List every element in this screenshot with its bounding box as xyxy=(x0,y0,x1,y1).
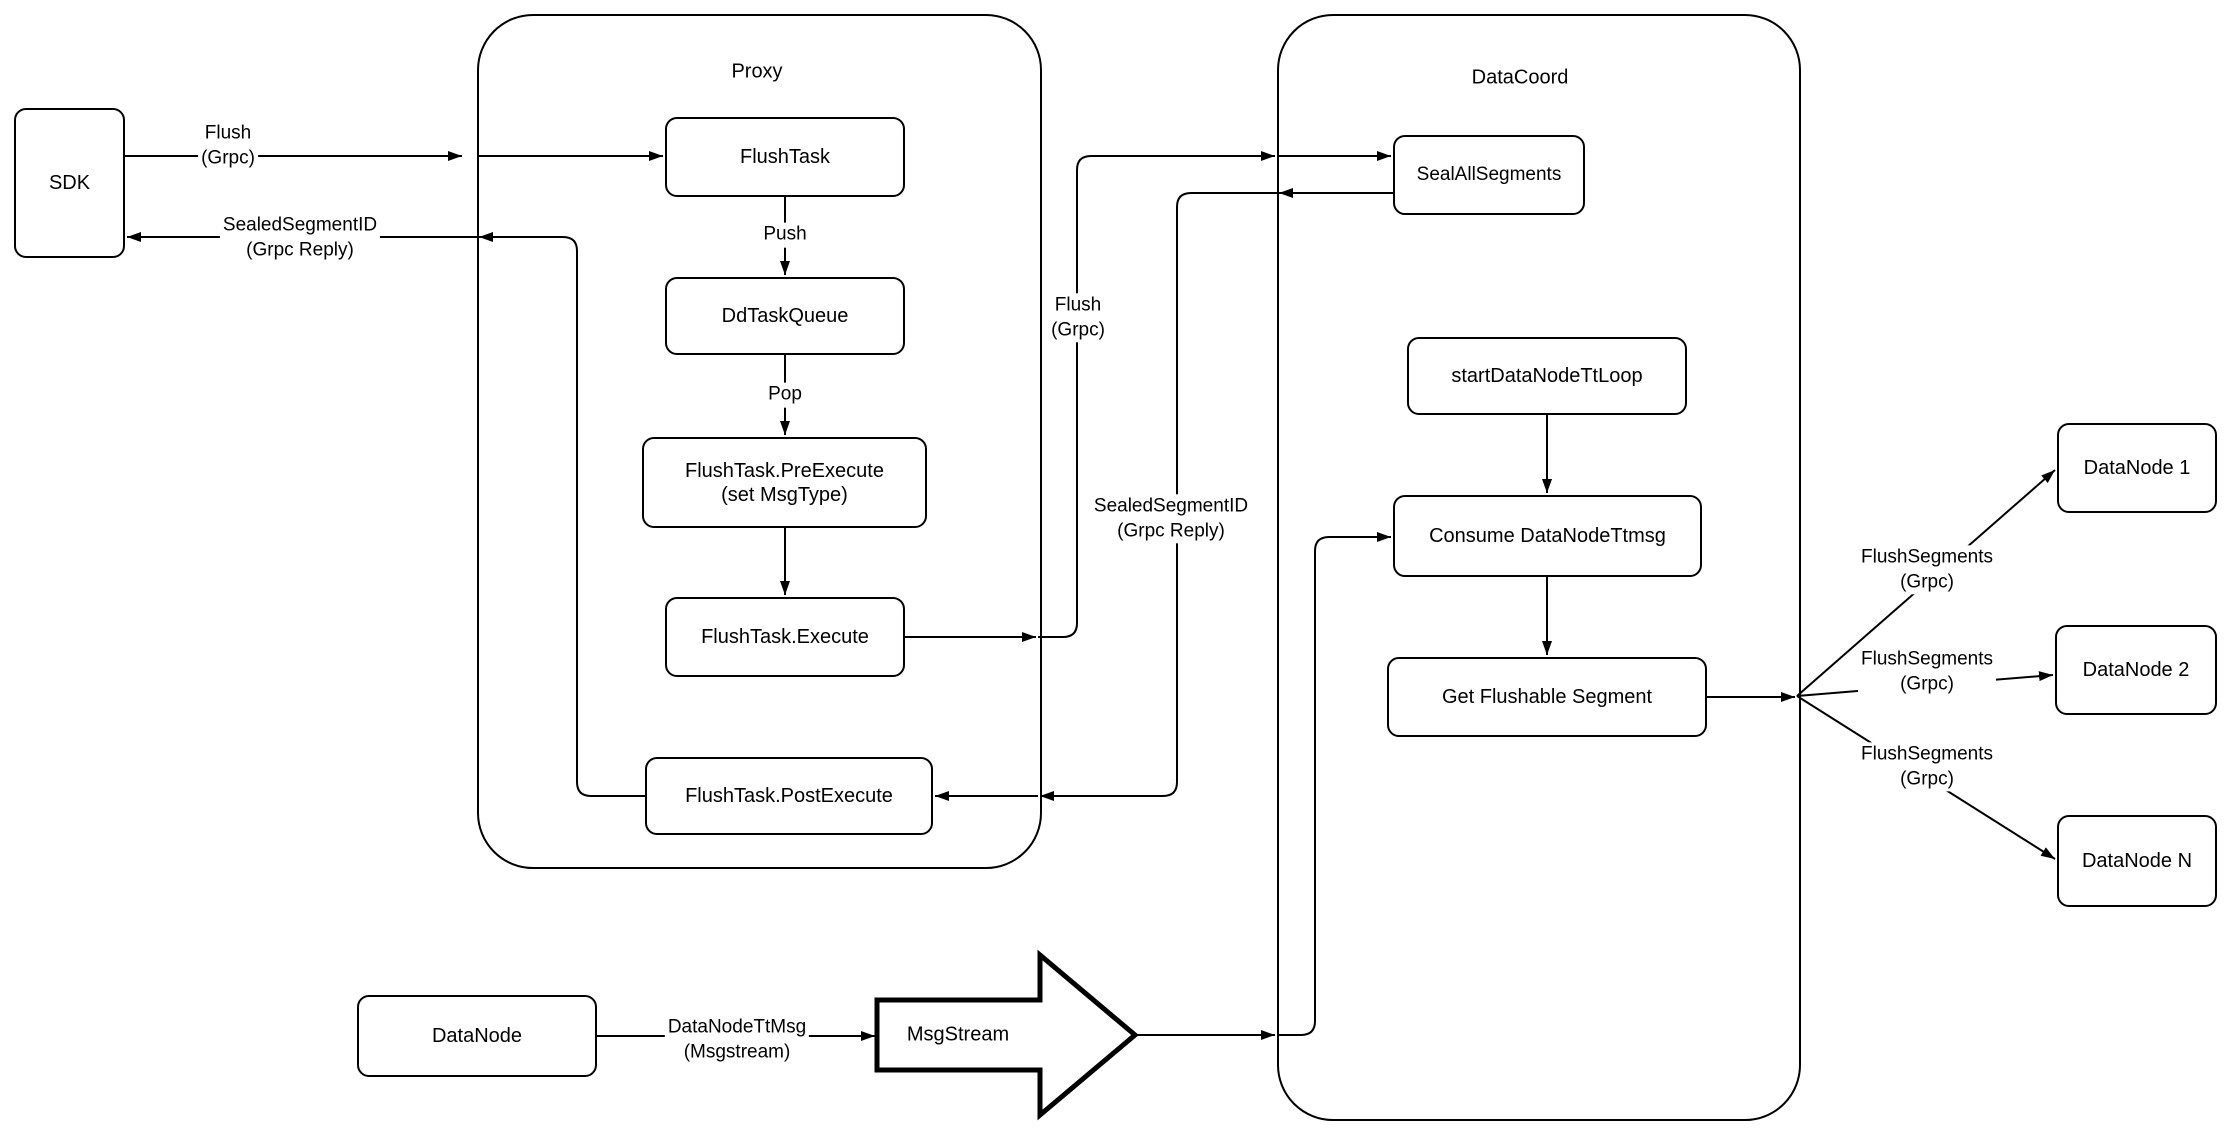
edge-label-flush-mid: Flush (Grpc) xyxy=(1048,293,1108,343)
node-flushtask-label: FlushTask xyxy=(739,146,831,168)
node-sdk: SDK xyxy=(14,108,125,258)
datacoord-container xyxy=(1277,14,1801,1121)
edge-label-flushsegments-2: FlushSegments (Grpc) xyxy=(1857,647,1997,697)
node-execute: FlushTask.Execute xyxy=(665,597,905,677)
node-datanode1: DataNode 1 xyxy=(2057,423,2217,513)
edge-label-pop: Pop xyxy=(765,382,805,408)
proxy-container-title: Proxy xyxy=(731,60,783,83)
edge-label-flushsegments-3: FlushSegments (Grpc) xyxy=(1857,742,1997,792)
node-sdk-label: SDK xyxy=(48,172,91,194)
edge-label-flushsegments-1: FlushSegments (Grpc) xyxy=(1857,545,1997,595)
node-datanode2-label: DataNode 2 xyxy=(2082,659,2190,681)
node-preexecute-label-line1: FlushTask.PreExecute xyxy=(685,459,884,482)
node-datanoden-label: DataNode N xyxy=(2081,850,2193,872)
node-sealallsegments: SealAllSegments xyxy=(1393,135,1585,215)
edge-postexecute-proxyedge xyxy=(479,232,645,797)
proxy-container xyxy=(477,14,1042,869)
node-datanode2: DataNode 2 xyxy=(2055,625,2217,715)
edge-label-sealedsegmentid-mid: SealedSegmentID (Grpc Reply) xyxy=(1090,494,1252,544)
datacoord-container-title: DataCoord xyxy=(1471,66,1569,89)
node-datanoden: DataNode N xyxy=(2057,815,2217,907)
node-datanode1-label: DataNode 1 xyxy=(2083,457,2191,479)
node-startdatanodettloop-label: startDataNodeTtLoop xyxy=(1451,365,1643,387)
edge-label-push: Push xyxy=(760,222,810,248)
edge-label-flush-sdk: Flush (Grpc) xyxy=(198,121,258,171)
node-consumedatanodettmsg-label: Consume DataNodeTtmsg xyxy=(1429,525,1666,547)
node-flushtask: FlushTask xyxy=(665,117,905,197)
edge-label-sealedsegmentid-sdk: SealedSegmentID (Grpc Reply) xyxy=(219,213,381,263)
node-consumedatanodettmsg: Consume DataNodeTtmsg xyxy=(1393,495,1702,577)
node-execute-label: FlushTask.Execute xyxy=(701,626,869,648)
node-postexecute: FlushTask.PostExecute xyxy=(645,757,933,835)
node-ddtaskqueue: DdTaskQueue xyxy=(665,277,905,355)
node-datanode-source-label: DataNode xyxy=(431,1025,523,1047)
node-preexecute: FlushTask.PreExecute (set MsgType) xyxy=(642,437,927,528)
msgstream-arrow-shape xyxy=(874,949,1139,1121)
node-postexecute-label: FlushTask.PostExecute xyxy=(685,785,893,807)
node-datanode-source: DataNode xyxy=(357,995,597,1077)
msgstream-shape-label: MsgStream xyxy=(906,1023,1010,1046)
node-startdatanodettloop: startDataNodeTtLoop xyxy=(1407,337,1687,415)
node-getflushablesegment: Get Flushable Segment xyxy=(1387,657,1707,737)
node-ddtaskqueue-label: DdTaskQueue xyxy=(721,305,849,327)
node-sealallsegments-label: SealAllSegments xyxy=(1416,163,1562,185)
node-getflushablesegment-label: Get Flushable Segment xyxy=(1441,686,1653,708)
edge-datacoordedge-consume xyxy=(1277,532,1391,1036)
node-preexecute-label-line2: (set MsgType) xyxy=(721,483,848,506)
edge-proxyedge-datacoord xyxy=(1038,151,1275,638)
edge-label-datanodettmsg: DataNodeTtMsg (Msgstream) xyxy=(664,1015,810,1065)
